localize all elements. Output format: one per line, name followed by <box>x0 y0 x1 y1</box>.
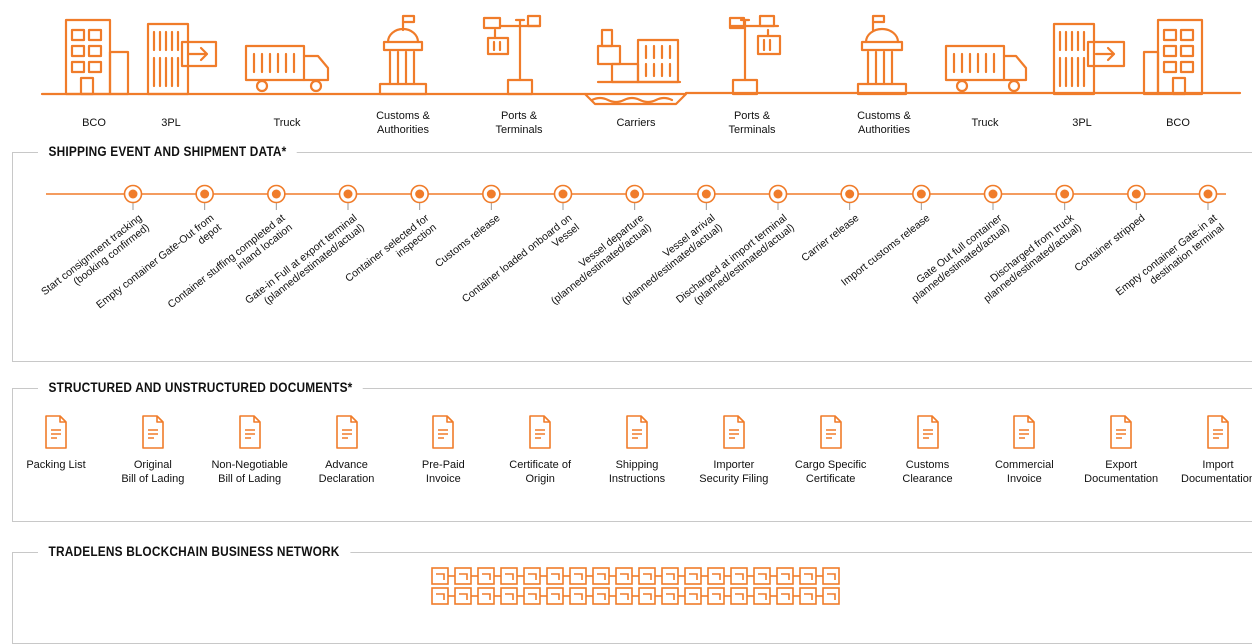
document-item: Advance Declaration <box>292 414 402 486</box>
document-icon <box>1207 415 1229 449</box>
office-building-icon <box>1142 18 1204 96</box>
actor-label-bco: BCO <box>82 117 106 129</box>
actor-label-3pl: 3PL <box>161 117 181 129</box>
document-item: Shipping Instructions <box>582 414 692 486</box>
document-item: Importer Security Filing <box>679 414 789 486</box>
government-building-icon <box>378 14 428 96</box>
document-icon <box>626 415 648 449</box>
document-label: Import Documentation <box>1181 459 1252 485</box>
event-node <box>912 184 931 210</box>
actor-label-3pl: 3PL <box>1072 117 1092 129</box>
document-label: Pre-Paid Invoice <box>421 459 465 485</box>
event-node <box>338 184 358 210</box>
document-label: Customs Clearance <box>902 459 953 485</box>
event-node <box>410 184 429 210</box>
event-node <box>697 184 716 210</box>
actor-label-truck: Truck <box>273 117 301 129</box>
truck-icon <box>244 44 330 93</box>
document-label: Certificate of Origin <box>509 459 572 485</box>
actor-label-truck: Truck <box>971 117 999 129</box>
document-icon <box>1110 415 1132 449</box>
actors-illustration <box>40 14 1242 106</box>
documents-section <box>12 388 1252 522</box>
event-node <box>625 184 644 210</box>
document-icon <box>142 415 164 449</box>
port-crane-icon <box>482 14 542 96</box>
document-label: Importer Security Filing <box>699 459 769 485</box>
actor-label-ports: Ports & Terminals <box>495 110 543 136</box>
document-icon <box>916 415 939 449</box>
event-node <box>1055 184 1074 210</box>
event-node <box>840 184 859 210</box>
warehouse-icon <box>1052 22 1126 96</box>
documents-section-title: STRUCTURED AND UNSTRUCTURED DOCUMENTS* <box>38 380 364 395</box>
event-node <box>123 184 143 210</box>
document-icon <box>529 415 551 449</box>
document-icon <box>335 415 358 449</box>
document-item: Customs Clearance <box>873 414 983 486</box>
event-node <box>553 184 573 210</box>
document-icon <box>432 415 455 449</box>
document-item: Packing List <box>1 414 111 472</box>
event-node <box>1127 184 1146 210</box>
document-label: Commercial Invoice <box>994 459 1054 485</box>
event-node <box>195 184 214 210</box>
truck-icon <box>944 44 1028 93</box>
document-item: Cargo Specific Certificate <box>776 414 886 486</box>
events-section-title: SHIPPING EVENT AND SHIPMENT DATA* <box>38 144 298 159</box>
network-section-title: TRADELENS BLOCKCHAIN BUSINESS NETWORK <box>38 544 351 559</box>
document-label: Cargo Specific Certificate <box>794 459 867 485</box>
document-label: Non-Negotiable Bill of Lading <box>211 459 288 485</box>
document-label: Advance Declaration <box>318 459 375 485</box>
document-item: Pre-Paid Invoice <box>388 414 498 486</box>
document-icon <box>723 415 745 449</box>
event-node <box>1198 184 1218 210</box>
document-icon <box>819 415 842 449</box>
document-item: Commercial Invoice <box>969 414 1079 486</box>
event-node <box>267 184 286 210</box>
document-item: Import Documentation <box>1163 414 1252 486</box>
event-node <box>983 184 1003 210</box>
document-label: Shipping Instructions <box>608 459 666 485</box>
document-item: Non-Negotiable Bill of Lading <box>195 414 305 486</box>
cargo-ship-icon <box>583 28 688 106</box>
warehouse-icon <box>146 22 218 96</box>
document-icon <box>45 415 67 449</box>
actor-label-carriers: Carriers <box>616 117 656 129</box>
actor-label-ports: Ports & Terminals <box>728 110 776 136</box>
document-item: Certificate of Origin <box>485 414 595 486</box>
document-icon <box>1013 415 1036 449</box>
port-crane-icon <box>728 14 782 96</box>
document-item: Original Bill of Lading <box>98 414 208 486</box>
document-label: Packing List <box>26 459 86 471</box>
document-icon <box>238 415 261 449</box>
document-label: Original Bill of Lading <box>121 459 185 485</box>
document-item: Export Documentation <box>1066 414 1176 486</box>
government-building-icon <box>856 14 908 96</box>
events-section <box>12 152 1252 362</box>
actor-label-bco: BCO <box>1166 117 1190 129</box>
event-node <box>768 184 788 210</box>
event-node <box>482 184 501 210</box>
actor-label-customs: Customs & Authorities <box>857 110 911 136</box>
blockchain-chain-icon <box>431 567 840 605</box>
actor-label-customs: Customs & Authorities <box>376 110 430 136</box>
event-timeline <box>46 184 1226 210</box>
office-building-icon <box>64 18 130 96</box>
document-label: Export Documentation <box>1084 459 1159 485</box>
